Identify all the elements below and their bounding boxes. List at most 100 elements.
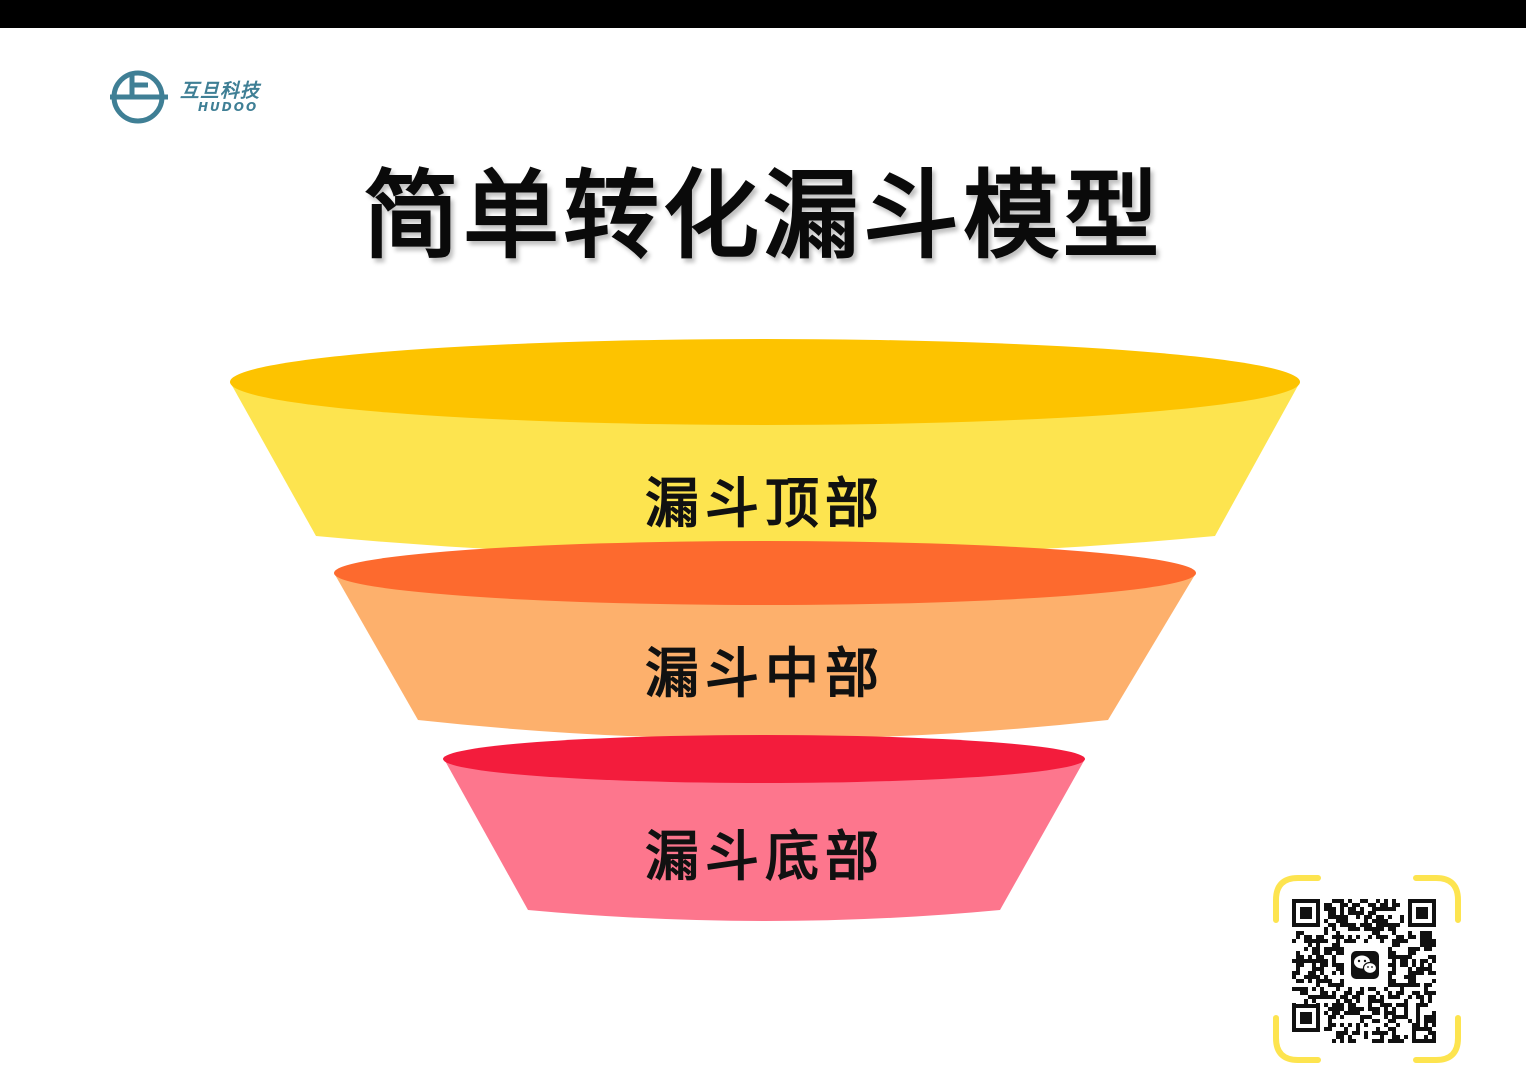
qr-module xyxy=(1332,1007,1336,1011)
qr-module xyxy=(1400,991,1404,995)
qr-module xyxy=(1424,935,1428,939)
qr-module xyxy=(1332,983,1336,987)
qr-module xyxy=(1376,991,1380,995)
qr-module xyxy=(1340,1015,1344,1019)
qr-module xyxy=(1360,1019,1364,1023)
qr-module xyxy=(1380,939,1384,943)
qr-module xyxy=(1300,959,1304,963)
qr-module xyxy=(1424,1027,1428,1031)
qr-module xyxy=(1340,935,1344,939)
qr-module xyxy=(1304,975,1308,979)
qr-module xyxy=(1428,991,1432,995)
qr-module xyxy=(1424,939,1428,943)
qr-module xyxy=(1416,1003,1420,1007)
qr-module xyxy=(1304,987,1308,991)
qr-module xyxy=(1340,979,1344,983)
qr-module xyxy=(1400,983,1404,987)
qr-module xyxy=(1392,959,1396,963)
funnel-stage-top-body xyxy=(230,382,1300,557)
qr-module xyxy=(1384,919,1388,923)
qr-module xyxy=(1388,915,1392,919)
qr-module xyxy=(1328,947,1332,951)
qr-module xyxy=(1424,983,1428,987)
qr-module xyxy=(1296,963,1300,967)
qr-module xyxy=(1376,927,1380,931)
qr-module xyxy=(1364,1031,1368,1035)
qr-module xyxy=(1416,995,1420,999)
qr-module xyxy=(1360,1015,1364,1019)
qr-module xyxy=(1316,995,1320,999)
qr-module xyxy=(1428,935,1432,939)
qr-module xyxy=(1404,959,1408,963)
qr-module xyxy=(1432,1031,1436,1035)
qr-module xyxy=(1336,1007,1340,1011)
qr-module xyxy=(1332,995,1336,999)
qr-module xyxy=(1344,1031,1348,1035)
qr-module xyxy=(1348,923,1352,927)
qr-module xyxy=(1316,947,1320,951)
funnel-stage-top: 漏斗顶部 xyxy=(230,339,1300,557)
qr-module xyxy=(1432,1035,1436,1039)
qr-module xyxy=(1296,987,1300,991)
qr-module xyxy=(1384,1031,1388,1035)
qr-module xyxy=(1316,979,1320,983)
qr-module xyxy=(1332,915,1336,919)
qr-module xyxy=(1392,979,1396,983)
top-bar xyxy=(0,0,1526,28)
qr-module xyxy=(1392,1035,1396,1039)
qr-module xyxy=(1424,991,1428,995)
qr-module xyxy=(1364,915,1368,919)
qr-module xyxy=(1340,907,1344,911)
qr-module xyxy=(1392,931,1396,935)
qr-module xyxy=(1320,987,1324,991)
qr-module xyxy=(1396,943,1400,947)
qr-module xyxy=(1312,987,1316,991)
page-title: 简单转化漏斗模型 xyxy=(363,160,1163,272)
qr-module xyxy=(1308,943,1312,947)
qr-module xyxy=(1372,1011,1376,1015)
qr-module xyxy=(1372,911,1376,915)
qr-module xyxy=(1388,927,1392,931)
qr-module xyxy=(1408,931,1412,935)
qr-module xyxy=(1368,935,1372,939)
qr-module xyxy=(1388,995,1392,999)
qr-module xyxy=(1420,967,1424,971)
qr-module xyxy=(1392,1015,1396,1019)
qr-module xyxy=(1320,963,1324,967)
qr-module xyxy=(1324,975,1328,979)
qr-module xyxy=(1296,955,1300,959)
qr-module xyxy=(1348,1039,1352,1043)
qr-module xyxy=(1328,1019,1332,1023)
qr-module xyxy=(1336,899,1340,903)
qr-module xyxy=(1388,1039,1392,1043)
qr-module xyxy=(1336,1031,1340,1035)
qr-module xyxy=(1352,1007,1356,1011)
qr-module xyxy=(1292,959,1296,963)
qr-module xyxy=(1396,1035,1400,1039)
qr-module xyxy=(1312,971,1316,975)
qr-module xyxy=(1304,991,1308,995)
qr-module xyxy=(1352,907,1356,911)
qr-module xyxy=(1372,931,1376,935)
qr-module xyxy=(1340,995,1344,999)
qr-module xyxy=(1396,939,1400,943)
qr-module xyxy=(1372,903,1376,907)
qr-module xyxy=(1404,1015,1408,1019)
qr-module xyxy=(1408,951,1412,955)
qr-module xyxy=(1420,995,1424,999)
qr-module xyxy=(1404,1035,1408,1039)
qr-module xyxy=(1428,955,1432,959)
qr-module xyxy=(1376,1027,1380,1031)
qr-module xyxy=(1364,919,1368,923)
qr-module xyxy=(1396,903,1400,907)
qr-module xyxy=(1384,1011,1388,1015)
qr-module xyxy=(1384,1023,1388,1027)
qr-module xyxy=(1392,899,1396,903)
qr-module xyxy=(1300,931,1304,935)
qr-module xyxy=(1336,967,1340,971)
qr-module xyxy=(1324,931,1328,935)
qr-module xyxy=(1312,947,1316,951)
qr-module xyxy=(1428,971,1432,975)
wechat-qr-code[interactable] xyxy=(1272,874,1462,1064)
qr-module xyxy=(1420,999,1424,1003)
